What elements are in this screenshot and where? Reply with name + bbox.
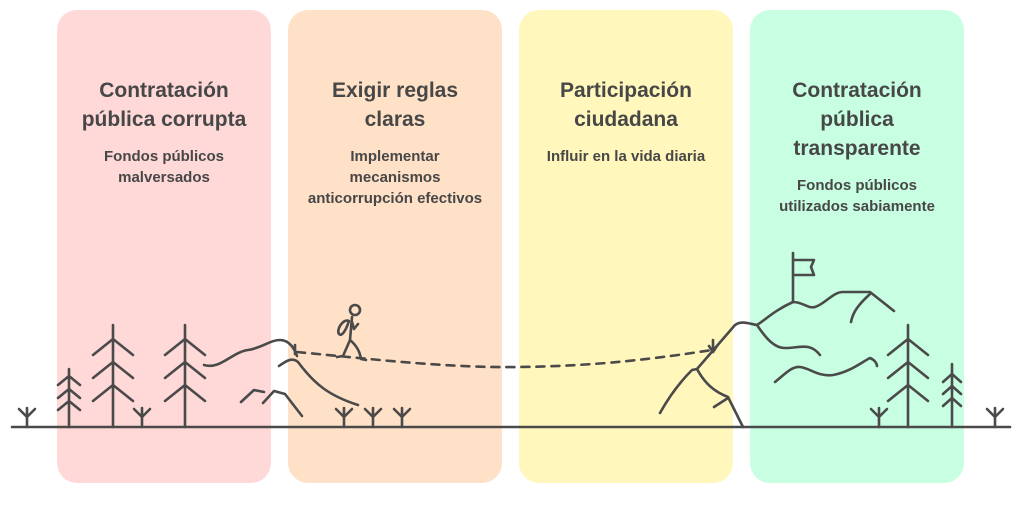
stage-title: Exigir reglas claras bbox=[331, 79, 459, 131]
stage-card-corrupt: Contratación pública corrupta Fondos púb… bbox=[57, 10, 271, 483]
tree-icon bbox=[91, 323, 135, 429]
stage-title: Contratación pública transparente bbox=[792, 79, 922, 160]
hiker-icon bbox=[335, 303, 368, 362]
tree-icon bbox=[56, 367, 82, 429]
stage-subtitle: Influir en la vida diaria bbox=[546, 148, 706, 165]
grass-icon bbox=[17, 406, 37, 429]
stage-subtitle: Fondos públicos malversados bbox=[104, 148, 224, 186]
mountain-left-icon bbox=[202, 338, 360, 418]
dashed-path bbox=[295, 348, 714, 369]
stage-subtitle: Implementar mecanismos anticorrupción ef… bbox=[307, 148, 483, 207]
tree-icon bbox=[941, 362, 963, 429]
stage-card-participation: Participación ciudadana Influir en la vi… bbox=[519, 10, 733, 483]
grass-icon bbox=[334, 406, 354, 429]
grass-icon bbox=[363, 406, 383, 429]
tree-icon bbox=[163, 323, 207, 429]
stage-card-rules: Exigir reglas claras Implementar mecanis… bbox=[288, 10, 502, 483]
stage-subtitle: Fondos públicos utilizados sabiamente bbox=[779, 177, 935, 215]
stage-card-transparent: Contratación pública transparente Fondos… bbox=[750, 10, 964, 483]
grass-icon bbox=[869, 406, 889, 429]
flag-icon bbox=[791, 251, 816, 304]
mountain-right-icon bbox=[658, 290, 896, 429]
grass-icon bbox=[392, 406, 412, 429]
tree-icon bbox=[886, 323, 930, 429]
grass-icon bbox=[132, 406, 152, 429]
stage-title: Participación ciudadana bbox=[560, 79, 692, 131]
stage-title: Contratación pública corrupta bbox=[81, 79, 247, 131]
grass-icon bbox=[985, 406, 1005, 429]
